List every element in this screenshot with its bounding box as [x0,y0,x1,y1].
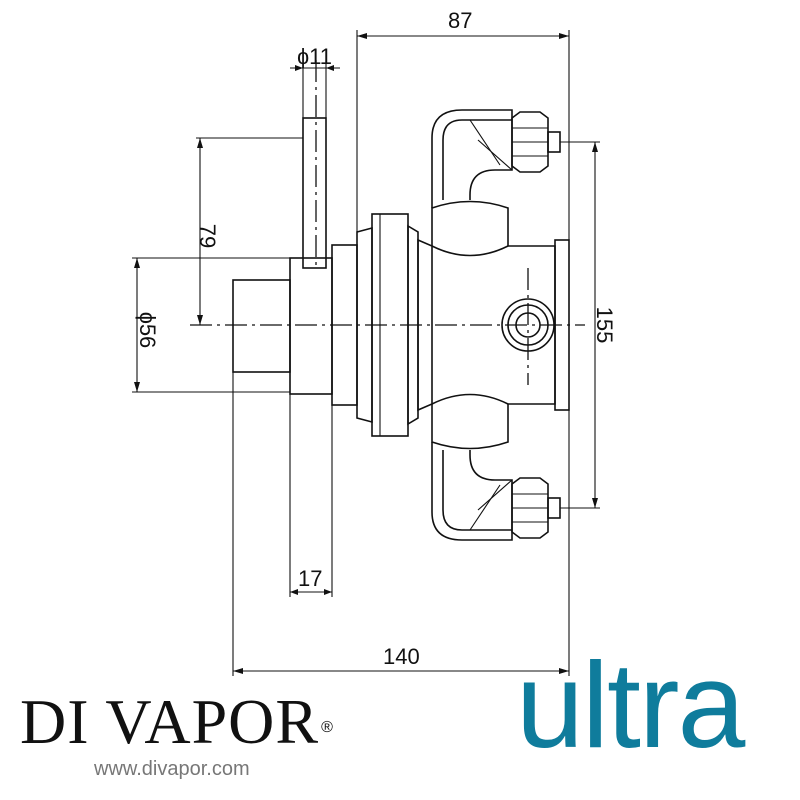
bottom-nut [511,477,561,539]
top-nut [511,111,561,173]
brand-name: DI VAPOR [20,686,320,757]
top-elbow [431,109,513,208]
center-lines [190,60,585,385]
dimension-87 [356,30,570,240]
divapor-logo: DI VAPOR® www.divapor.com [20,690,380,781]
body-flange [331,213,433,437]
dimension-155 [560,141,600,509]
dimension-79 [196,137,303,325]
dimension-17 [289,394,333,597]
knob-body [232,257,333,395]
dim-17-label: 17 [298,566,322,591]
dimension-140 [232,372,570,676]
ultra-logo: ultra [516,640,786,770]
dim-79-label: 79 [195,224,220,248]
dimension-56 [132,257,290,393]
dim-87-label: 87 [448,8,472,33]
handle-lever [302,60,327,269]
registered-mark: ® [321,719,334,736]
brand-url[interactable]: www.divapor.com [94,758,250,780]
dim-handle-dia-label: ɸ11 [297,44,332,69]
valve-body [431,200,570,450]
ultra-wordmark: ultra [516,637,745,773]
dim-140-label: 140 [383,644,420,669]
dimension-handle-dia [290,65,340,71]
dim-56-label: ɸ56 [135,312,160,349]
dim-155-label: 155 [592,307,617,344]
bottom-elbow [431,442,513,541]
